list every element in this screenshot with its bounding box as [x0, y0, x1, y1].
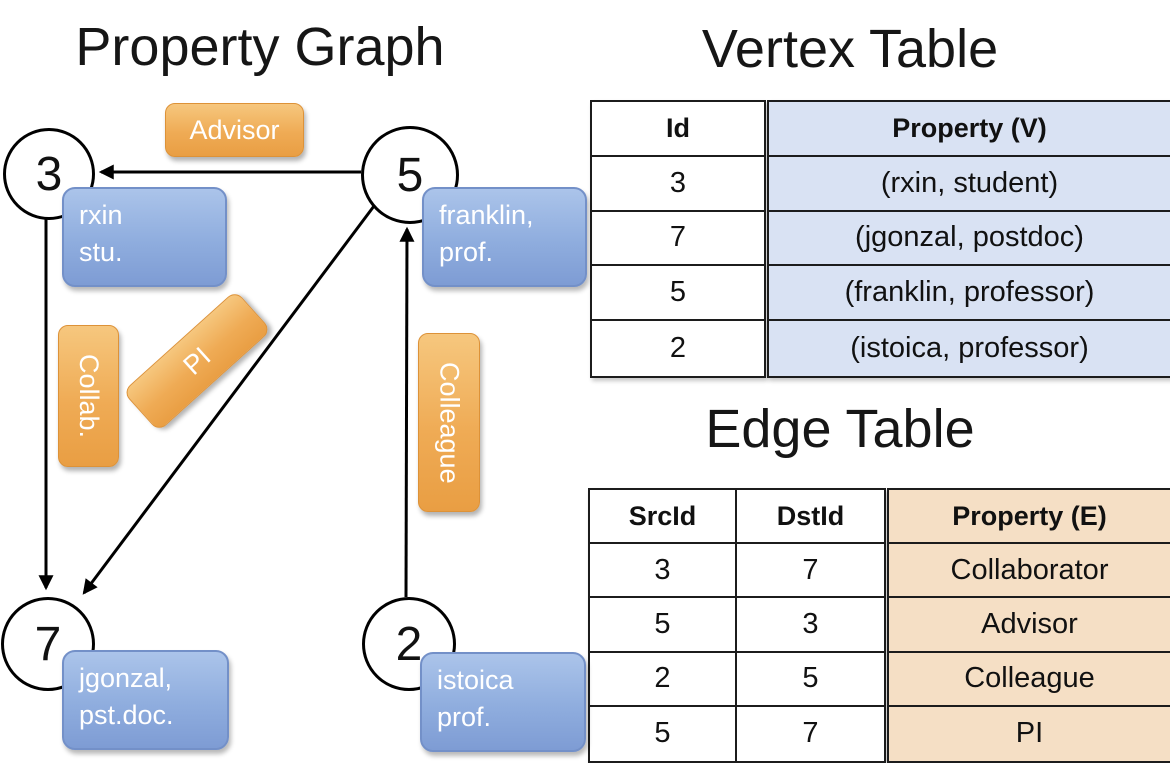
- edge-srcid-cell: 5: [590, 706, 737, 761]
- vertex-prop-line1: franklin,: [439, 200, 534, 230]
- graph-edges-canvas: [38, 164, 415, 598]
- vertex-table-property-column: Property (V) (rxin, student) (jgonzal, p…: [767, 100, 1170, 378]
- edge-table-id-columns: SrcId DstId 3 7 5 3 2 5 5 7: [588, 488, 886, 763]
- vertex-prop-line1: rxin: [79, 200, 123, 230]
- edge-dstid-cell: 7: [802, 717, 819, 750]
- node-id-label: 3: [35, 147, 63, 201]
- vertex-prop-line2: stu.: [79, 237, 123, 268]
- edge-table-srcid-header: SrcId: [590, 490, 737, 545]
- vertex-prop-line2: prof.: [439, 237, 494, 268]
- vertex-property-cell: (istoica, professor): [850, 332, 1089, 365]
- vertex-id-cell: 2: [669, 332, 687, 365]
- edge-label-colleague: Colleague: [418, 333, 480, 512]
- vertex-id-cell: 3: [592, 157, 764, 212]
- vertex-table-title: Vertex Table: [701, 19, 999, 79]
- vertex-prop-line2: pst.doc.: [79, 700, 174, 731]
- graph-node-2: 2: [362, 597, 456, 691]
- edge-label-collab: Collab.: [58, 325, 119, 467]
- edge-srcid-cell: 5: [590, 598, 737, 653]
- edge-table-dstid-header: DstId: [737, 490, 884, 545]
- edge-arrow-2-to-5: [399, 226, 415, 598]
- edge-srcid-cell: 3: [590, 544, 737, 599]
- edge-property-cell: PI: [1015, 717, 1044, 750]
- edge-arrow-5-to-7: [82, 205, 376, 595]
- node-id-label: 7: [34, 617, 62, 671]
- edge-dstid-cell: 3: [737, 598, 884, 653]
- vertex-prop-line1: jgonzal,: [79, 663, 173, 693]
- node-id-label: 2: [395, 617, 423, 671]
- property-graph-title: Property Graph: [75, 17, 445, 77]
- graph-node-5: 5: [361, 126, 459, 224]
- vertex-property-box-rxin: rxin stu.: [62, 187, 227, 287]
- edge-table-property-column: Property (E) Collaborator Advisor Collea…: [887, 488, 1170, 763]
- vertex-prop-line1: istoica: [437, 665, 514, 695]
- edge-property-cell: Colleague: [889, 653, 1170, 707]
- node-id-label: 5: [396, 148, 424, 202]
- vertex-id-cell: 5: [592, 266, 764, 322]
- edge-dstid-cell: 7: [737, 544, 884, 599]
- edge-table-title: Edge Table: [705, 399, 975, 459]
- vertex-table-id-header: Id: [592, 102, 764, 157]
- vertex-property-box-jgonzal: jgonzal, pst.doc.: [62, 650, 229, 750]
- edge-srcid-cell: 2: [590, 652, 737, 707]
- edge-dstid-cell: 5: [737, 653, 884, 707]
- vertex-property-box-franklin: franklin, prof.: [422, 187, 587, 287]
- vertex-property-cell: (jgonzal, postdoc): [769, 212, 1170, 267]
- vertex-prop-line2: prof.: [437, 702, 492, 733]
- edge-table-property-header: Property (E): [889, 490, 1170, 545]
- edge-property-cell: Advisor: [889, 598, 1170, 653]
- edge-label-advisor: Advisor: [165, 103, 304, 157]
- vertex-id-cell: 7: [592, 212, 764, 267]
- vertex-property-cell: (franklin, professor): [769, 266, 1170, 322]
- edge-property-cell: Collaborator: [889, 544, 1170, 599]
- vertex-property-cell: (rxin, student): [769, 157, 1170, 212]
- vertex-table-id-column: Id 3 7 5 2: [590, 100, 766, 378]
- vertex-table-property-header: Property (V): [769, 102, 1170, 157]
- vertex-property-box-istoica: istoica prof.: [420, 652, 586, 752]
